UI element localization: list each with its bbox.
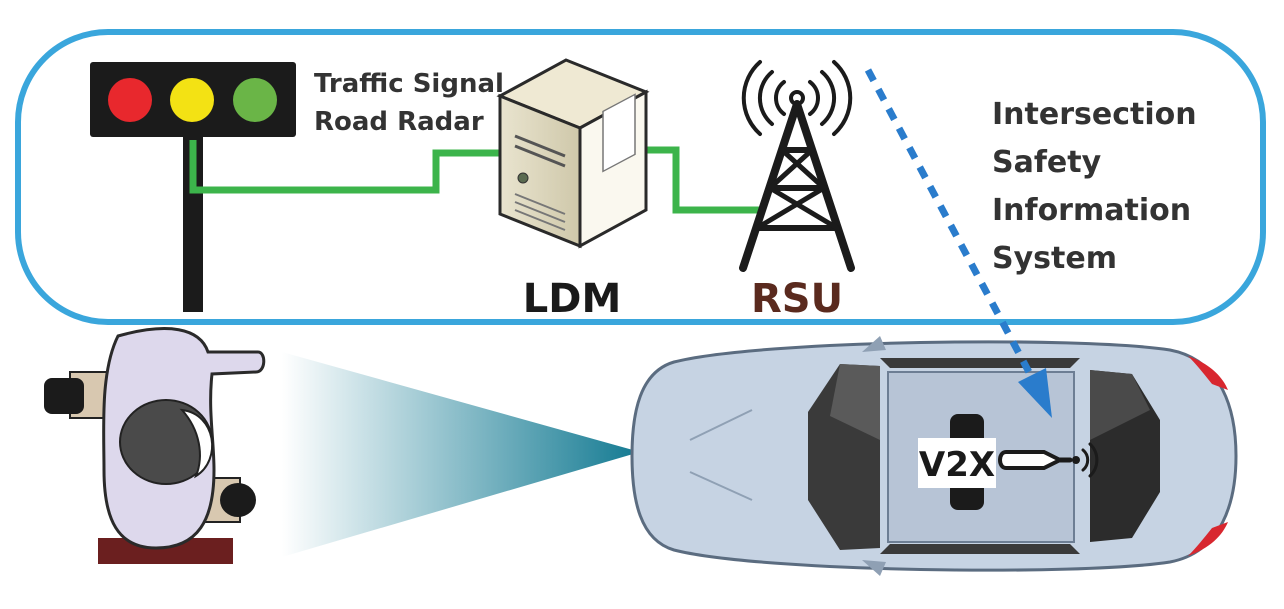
pedestrian-icon xyxy=(44,327,266,564)
broadcast-arrow xyxy=(864,68,1052,418)
rsu-label: RSU xyxy=(751,276,843,322)
system-label-line2: Safety xyxy=(992,145,1102,180)
sources-label-line2: Road Radar xyxy=(314,107,484,137)
traffic-light-icon xyxy=(90,62,296,312)
radar-beam-icon xyxy=(282,352,640,557)
v2x-label-box xyxy=(918,438,996,488)
system-label-line3: Information xyxy=(992,193,1191,228)
system-label-line4: System xyxy=(992,241,1117,276)
ldm-label: LDM xyxy=(523,276,622,322)
system-frame xyxy=(15,29,1266,325)
link-signal-to-ldm xyxy=(189,140,510,194)
server-icon xyxy=(496,58,650,249)
v2x-label: V2X xyxy=(919,445,995,485)
link-ldm-to-rsu xyxy=(620,146,764,214)
v2x-antenna-icon xyxy=(998,442,1099,478)
antenna-tower-icon xyxy=(739,60,855,272)
sources-label-line1: Traffic Signal xyxy=(314,69,504,99)
system-label-line1: Intersection xyxy=(992,97,1197,132)
